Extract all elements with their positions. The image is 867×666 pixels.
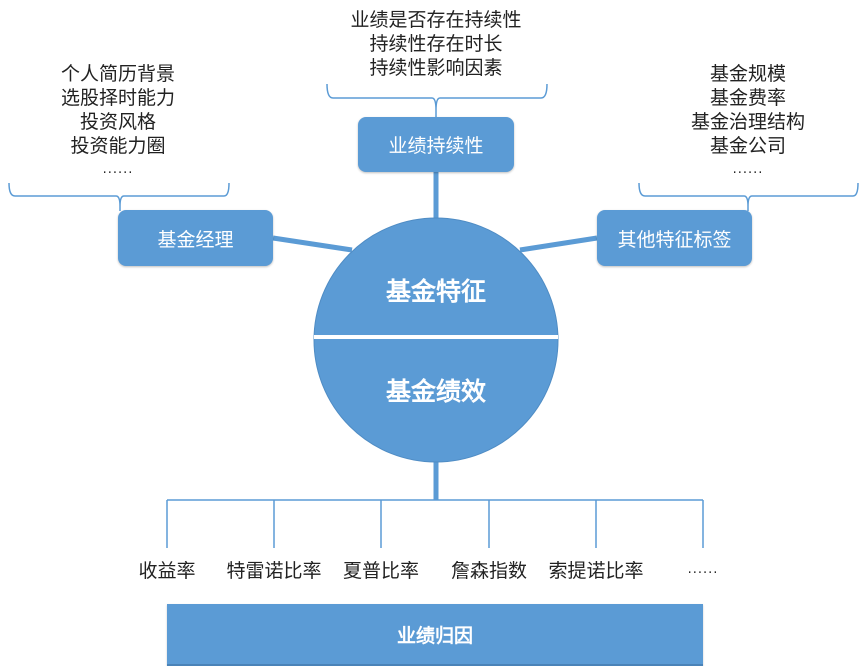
top-details: 业绩是否存在持续性 持续性存在时长 持续性影响因素 (336, 8, 536, 80)
detail-item: 业绩是否存在持续性 (350, 9, 522, 31)
detail-item: 基金治理结构 (690, 111, 805, 133)
connector-right (519, 235, 598, 253)
attribution-bar[interactable]: 业绩归因 (167, 604, 703, 666)
branch-box-left[interactable]: 基金经理 (118, 210, 273, 266)
center-circle (313, 217, 559, 463)
connector-left (272, 235, 353, 253)
detail-item: ...... (732, 162, 764, 177)
metric-label: 詹森指数 (450, 560, 528, 582)
detail-item: 基金费率 (709, 87, 786, 109)
metric-label: 索提诺比率 (548, 560, 644, 582)
detail-item: 投资能力圈 (70, 135, 166, 157)
metric-label: 收益率 (138, 560, 196, 582)
bracket-left (8, 182, 230, 211)
bracket-top (326, 83, 548, 117)
detail-item: 选股择时能力 (60, 87, 175, 109)
detail-item: ...... (102, 162, 134, 177)
detail-item: 投资风格 (79, 111, 156, 133)
bracket-right (638, 182, 859, 211)
left-details: 个人简历背景 选股择时能力 投资风格 投资能力圈 ...... (18, 62, 218, 182)
metric-label: ...... (687, 562, 719, 577)
detail-item: 基金规模 (709, 63, 786, 85)
center-top-label: 基金特征 (385, 277, 486, 306)
detail-item: 基金公司 (709, 135, 786, 157)
metric-label: 特雷诺比率 (226, 560, 322, 582)
detail-item: 持续性存在时长 (369, 33, 503, 55)
detail-item: 个人简历背景 (60, 63, 175, 85)
branch-box-right[interactable]: 其他特征标签 (597, 210, 752, 266)
center-bottom-label: 基金绩效 (385, 377, 486, 406)
metric-label: 夏普比率 (342, 560, 420, 582)
branch-box-top[interactable]: 业绩持续性 (358, 117, 514, 172)
detail-item: 持续性影响因素 (369, 57, 503, 79)
right-details: 基金规模 基金费率 基金治理结构 基金公司 ...... (648, 62, 848, 182)
